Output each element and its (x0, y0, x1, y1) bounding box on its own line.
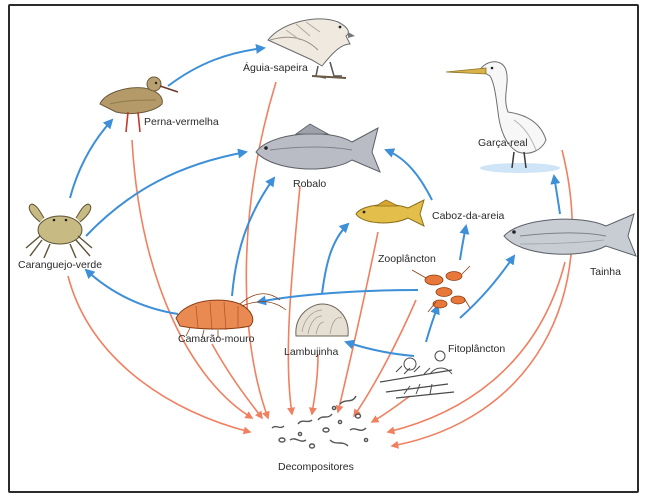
label-caranguejo-verde: Caranguejo-verde (18, 259, 102, 271)
consumption-arrows (69, 43, 561, 357)
arrow-camarao-robalo (231, 176, 276, 297)
microorganisms-icon (271, 395, 369, 449)
arrow-fito-tainha (459, 254, 516, 319)
arrow-fito-zoo (425, 304, 440, 343)
arrow-lambujinha-decomp (308, 353, 319, 416)
arrow-camarao-caranguejo (84, 268, 179, 315)
label-zooplancton: Zooplâncton (378, 253, 436, 265)
arrow-aguia-decomp (245, 81, 277, 420)
arrow-caboz-decomp (335, 231, 379, 414)
label-tainha: Tainha (590, 266, 621, 278)
bird-of-prey-icon (267, 18, 355, 79)
label-fitoplancton: Fitoplâncton (448, 343, 505, 355)
arrow-zoo-camarao (256, 289, 419, 306)
shrimp-icon (175, 293, 287, 339)
arrow-perna-aguia (167, 43, 266, 87)
small-fish-icon (355, 199, 425, 227)
arrow-tainha-garca (550, 174, 561, 215)
fish-icon (255, 123, 381, 173)
arrow-caboz-robalo (384, 148, 433, 201)
arrow-robalo-decomp (287, 185, 301, 416)
arrow-camarao-decomp (211, 343, 263, 420)
label-perna-vermelha: Perna-vermelha (144, 116, 219, 128)
arrow-zoo-caboz (459, 224, 470, 261)
diagram-frame (8, 4, 639, 493)
label-aguia-sapeira: Águia-sapeira (243, 61, 308, 74)
label-lambujinha: Lambujinha (284, 346, 338, 358)
crab-icon (25, 203, 93, 259)
arrow-fito-decomp (370, 395, 411, 423)
phytoplankton-icon (379, 350, 455, 399)
heron-icon (445, 61, 560, 173)
wader-bird-icon (99, 76, 179, 133)
label-camarao-mouro: Camarão-mouro (178, 333, 255, 345)
arrow-caranguejo-decomp (67, 275, 252, 435)
clam-icon (295, 303, 349, 337)
label-decompositores: Decompositores (278, 461, 354, 473)
label-garca-real: Garça-real (478, 137, 528, 149)
arrow-caranguejo-robalo (85, 148, 248, 237)
label-caboz-da-areia: Caboz-da-areia (432, 210, 505, 222)
zooplankton-icon (411, 265, 471, 313)
arrow-lambujinha-caboz (321, 222, 350, 295)
arrow-garca-decomp (390, 149, 574, 449)
arrow-tainha-decomp (386, 261, 566, 435)
label-robalo: Robalo (293, 178, 326, 190)
arrow-zoo-decomp (353, 299, 417, 418)
arrow-fito-lambujinha (344, 339, 415, 357)
arrow-caranguejo-perna (69, 118, 114, 199)
mullet-fish-icon (503, 213, 637, 257)
